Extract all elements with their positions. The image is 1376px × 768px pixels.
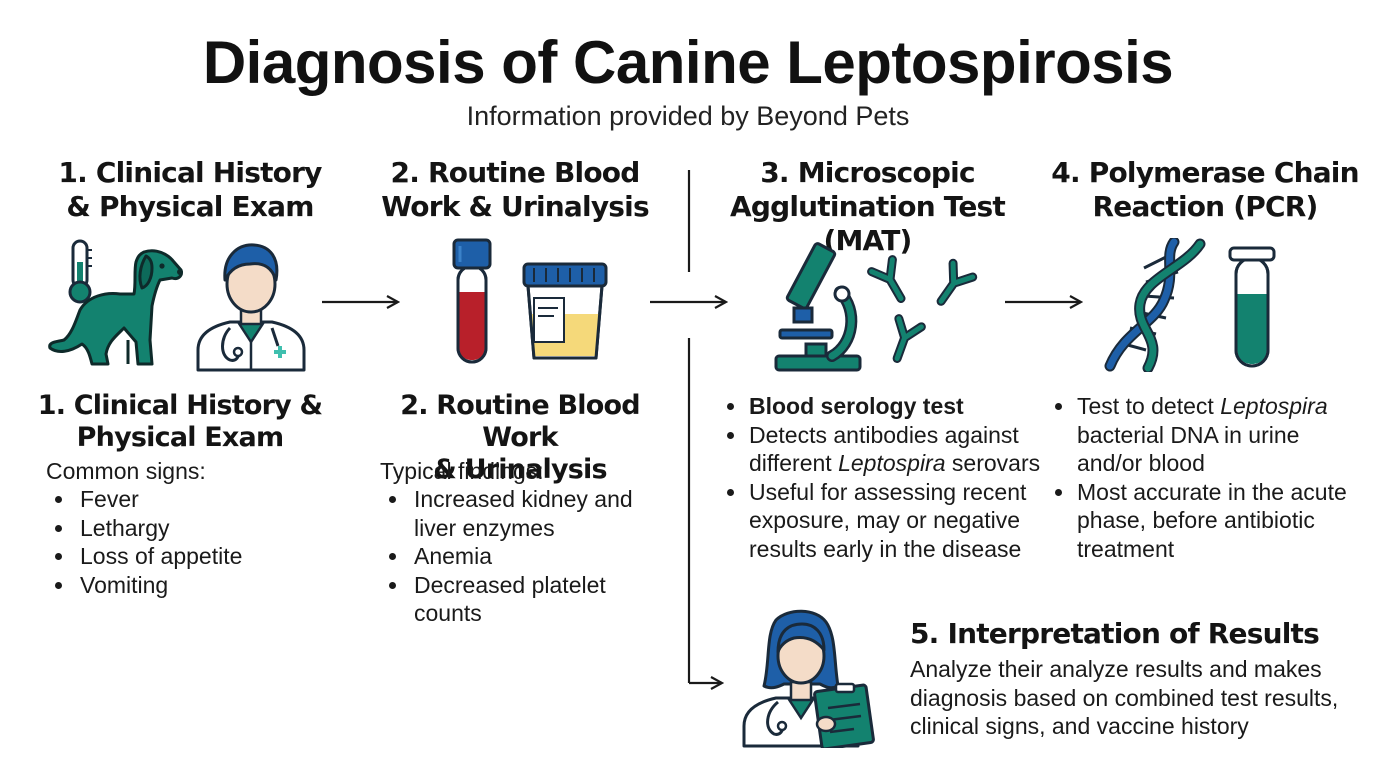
- list-item: Increased kidney and liver enzymes: [380, 485, 655, 542]
- antibody-icon: [931, 263, 972, 308]
- antibody-icon: [872, 260, 912, 305]
- step-2-title-line1: 2. Routine Blood Work: [400, 390, 640, 453]
- list-item: Most accurate in the acute phase, before…: [1051, 478, 1356, 564]
- veterinarian-icon: [196, 243, 306, 372]
- italic-genus: Leptospira: [838, 450, 946, 476]
- interpretation-title: 5. Interpretation of Results: [910, 617, 1320, 650]
- test-tube-icon: [1228, 246, 1276, 368]
- step-3-heading-line1: 3. Microscopic: [760, 156, 975, 189]
- list-item: Fever: [46, 485, 326, 514]
- page-title: Diagnosis of Canine Leptospirosis: [202, 29, 1174, 96]
- text-span: bacterial DNA in urine and/or blood: [1077, 421, 1300, 477]
- list-item: Test to detect Leptospira bacterial DNA …: [1051, 392, 1356, 478]
- list-item: Useful for assessing recent exposure, ma…: [723, 478, 1043, 564]
- step-1-title-line2: Physical Exam: [76, 422, 284, 453]
- step-4-heading-line2: Reaction (PCR): [1092, 190, 1319, 223]
- microscope-icon: [774, 242, 862, 372]
- step-4-list: Test to detect Leptospira bacterial DNA …: [1051, 392, 1356, 563]
- step-2-list: Increased kidney and liver enzymes Anemi…: [380, 485, 655, 628]
- list-item: Vomiting: [46, 571, 326, 600]
- step-2-lead: Typical findings:: [380, 458, 544, 484]
- thermometer-icon: [68, 239, 92, 304]
- list-item: Detects antibodies against different Lep…: [723, 421, 1043, 478]
- step-4-heading: 4. Polymerase Chain Reaction (PCR): [1050, 156, 1360, 224]
- step-3-heading: 3. Microscopic Agglutination Test (MAT): [690, 156, 1045, 258]
- step-1-heading-line1: 1. Clinical History: [58, 156, 322, 189]
- step-2-heading-line1: 2. Routine Blood: [390, 156, 641, 189]
- step-2-heading: 2. Routine Blood Work & Urinalysis: [355, 156, 675, 224]
- list-item: Blood serology test: [723, 392, 1043, 421]
- text-span: Test to detect: [1077, 393, 1221, 419]
- step-2-heading-line2: Work & Urinalysis: [381, 190, 649, 223]
- step-1-title: 1. Clinical History & Physical Exam: [30, 390, 330, 454]
- step-1-list: Fever Lethargy Loss of appetite Vomiting: [46, 485, 326, 599]
- blood-tube-icon: [452, 238, 492, 364]
- interpretation-text: Analyze their analyze results and makes …: [910, 656, 1339, 739]
- urine-cup-icon: [522, 262, 608, 360]
- step-4-heading-line1: 4. Polymerase Chain: [1051, 156, 1359, 189]
- step-1-lead: Common signs:: [46, 458, 206, 484]
- list-item: Loss of appetite: [46, 542, 326, 571]
- dog-icon: [48, 249, 183, 366]
- step-3-heading-line2: Agglutination Test (MAT): [729, 190, 1006, 257]
- antibody-icon: [886, 319, 922, 363]
- step-2-title: 2. Routine Blood Work & Urinalysis: [360, 390, 680, 486]
- step-2-title-line2: & Urinalysis: [433, 454, 607, 485]
- female-veterinarian-icon: [742, 609, 875, 748]
- step-1-heading: 1. Clinical History & Physical Exam: [40, 156, 340, 224]
- page-subtitle: Information provided by Beyond Pets: [466, 101, 910, 131]
- dna-icon: [1104, 238, 1206, 372]
- text-span: Detects antibodies against different: [749, 421, 1019, 477]
- text-span: serovars: [945, 450, 1041, 476]
- step-1-title-line1: 1. Clinical History &: [37, 390, 323, 421]
- step-1-heading-line2: & Physical Exam: [66, 190, 314, 223]
- step-3-list: Blood serology test Detects antibodies a…: [723, 392, 1043, 563]
- list-item: Anemia: [380, 542, 655, 571]
- italic-genus: Leptospira: [1220, 393, 1328, 419]
- list-item: Lethargy: [46, 514, 326, 543]
- list-item: Decreased platelet counts: [380, 571, 655, 628]
